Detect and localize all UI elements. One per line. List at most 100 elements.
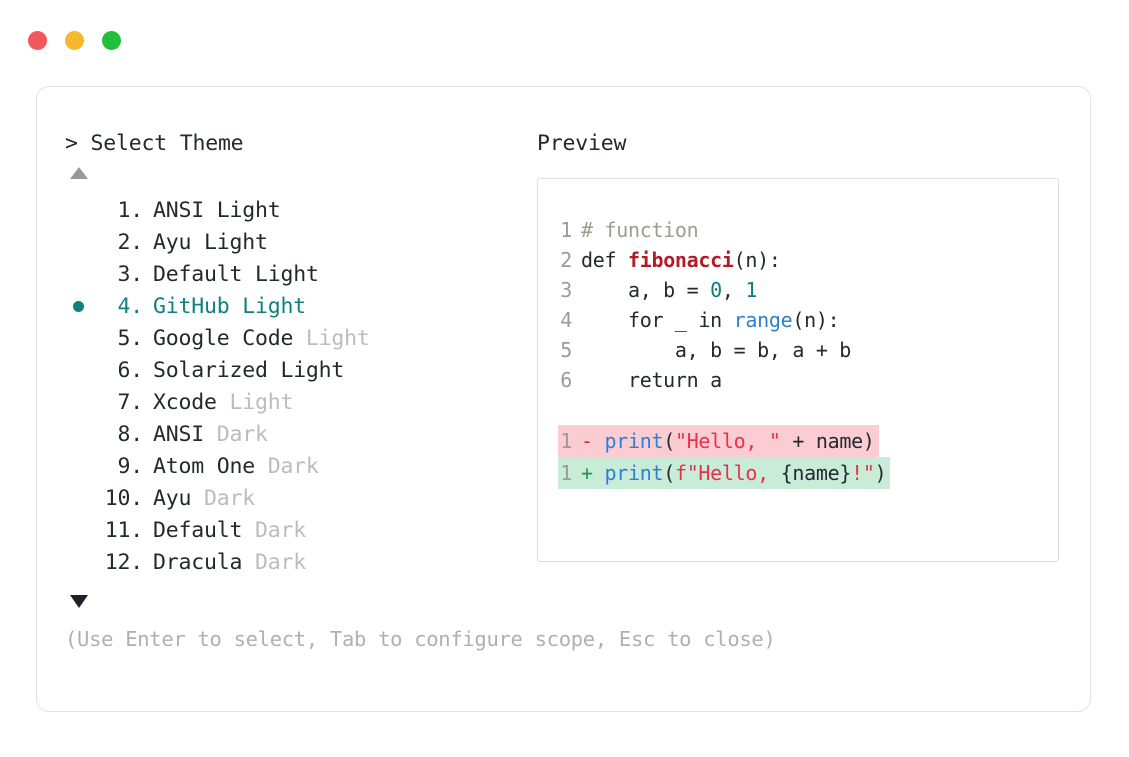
theme-item-index: 8. <box>117 421 144 447</box>
code-token: 1 <box>745 277 758 302</box>
code-token: (n): <box>733 247 781 272</box>
theme-item-name: Ayu <box>153 229 192 255</box>
theme-list-item[interactable]: 2. Ayu Light <box>65 227 537 259</box>
theme-item-variant: Dark <box>191 485 255 511</box>
code-line: 6 return a <box>538 365 1058 395</box>
prompt-heading: > Select Theme <box>65 133 537 155</box>
theme-list-item[interactable]: 3. Default Light <box>65 259 537 291</box>
code-token: a, b = <box>581 277 711 302</box>
theme-item-name: Google Code <box>153 325 294 351</box>
diff-sample: 1- print("Hello, " + name)1+ print(f"Hel… <box>538 424 1058 489</box>
theme-item-variant: Light <box>229 293 306 319</box>
theme-list-item[interactable]: 11.Default Dark <box>65 515 537 547</box>
code-line: 5 a, b = b, a + b <box>538 335 1058 365</box>
theme-list-item[interactable]: 12.Dracula Dark <box>65 547 537 579</box>
line-number: 1 <box>560 428 572 453</box>
maximize-button[interactable] <box>102 31 121 50</box>
code-line: 3 a, b = 0, 1 <box>538 275 1058 305</box>
selection-bullet-cell <box>65 323 93 355</box>
prompt-caret: > <box>65 131 78 156</box>
code-token: print <box>604 460 664 485</box>
preview-label: Preview <box>537 131 627 156</box>
theme-item-index: 3. <box>117 261 144 287</box>
theme-item-index: 12. <box>104 549 143 575</box>
theme-item-variant: Dark <box>242 549 306 575</box>
theme-item-variant: Dark <box>203 421 268 447</box>
code-token: + name) <box>780 428 875 453</box>
scroll-down-arrow-icon[interactable] <box>70 594 88 608</box>
theme-list-item[interactable]: 9.Atom One Dark <box>65 451 537 483</box>
theme-list-item[interactable]: 7. Xcode Light <box>65 387 537 419</box>
code-blank-line <box>538 395 1058 425</box>
line-number: 5 <box>560 337 572 362</box>
close-button[interactable] <box>28 31 47 50</box>
theme-item-index: 6. <box>117 357 144 383</box>
theme-list-item[interactable]: 6. Solarized Light <box>65 355 537 387</box>
theme-item-index: 4. <box>117 293 144 319</box>
theme-item-name: Solarized <box>153 357 268 383</box>
line-number: 1 <box>560 217 572 242</box>
selection-bullet-cell <box>65 515 93 547</box>
selection-bullet-cell <box>65 195 93 227</box>
theme-item-index: 5. <box>117 325 144 351</box>
page-title <box>78 131 91 156</box>
line-number: 1 <box>560 460 572 485</box>
theme-item-name: ANSI <box>153 197 204 223</box>
diff-sign: + <box>581 460 605 485</box>
minimize-button[interactable] <box>65 31 84 50</box>
code-token: ( <box>663 460 675 485</box>
diff-sign: - <box>581 428 605 453</box>
selection-bullet-cell <box>65 547 93 579</box>
theme-item-name: Xcode <box>153 389 217 415</box>
diff-line-del: 1- print("Hello, " + name) <box>538 424 1058 457</box>
theme-item-variant: Light <box>216 389 294 415</box>
window-traffic-lights <box>28 31 121 50</box>
code-token: , <box>721 277 746 302</box>
theme-item-variant: Light <box>242 261 319 287</box>
code-token: 0 <box>710 277 722 302</box>
scroll-up-arrow-icon[interactable] <box>70 166 88 179</box>
theme-item-variant: Light <box>203 197 281 223</box>
code-token: return a <box>581 367 722 392</box>
line-number: 2 <box>560 247 572 272</box>
theme-list-item[interactable]: 4. GitHub Light <box>65 291 537 323</box>
line-number: 3 <box>560 277 572 302</box>
code-token: {name} <box>780 460 852 485</box>
theme-item-index: 11. <box>104 517 143 543</box>
theme-item-variant: Light <box>191 229 268 255</box>
theme-item-index: 2. <box>117 229 144 255</box>
code-token: print <box>604 428 664 453</box>
theme-item-name: Default <box>153 261 243 287</box>
diff-line-add: 1+ print(f"Hello, {name}!") <box>538 456 1058 489</box>
code-token: ( <box>663 428 675 453</box>
line-number: 4 <box>560 307 572 332</box>
code-token: (n): <box>792 307 840 332</box>
selection-bullet-cell <box>65 451 93 483</box>
theme-item-variant: Light <box>267 357 345 383</box>
theme-item-variant: Light <box>293 325 370 351</box>
theme-list-item[interactable]: 10. Ayu Dark <box>65 483 537 515</box>
theme-list-item[interactable]: 8.ANSI Dark <box>65 419 537 451</box>
theme-list-item[interactable]: 5. Google Code Light <box>65 323 537 355</box>
theme-item-index: 7. <box>117 389 144 415</box>
theme-item-name: Ayu <box>153 485 192 511</box>
theme-item-index: 10. <box>104 485 143 511</box>
theme-item-index: 1. <box>117 197 144 223</box>
code-token: def <box>581 247 628 272</box>
code-token: a, b = b, a + b <box>581 337 852 362</box>
selected-bullet-icon <box>73 301 84 312</box>
theme-item-name: GitHub <box>153 293 230 319</box>
code-token: "Hello, " <box>674 428 781 453</box>
selection-bullet-cell <box>65 355 93 387</box>
code-line: 4 for _ in range(n): <box>538 305 1058 335</box>
selection-bullet-cell <box>65 387 93 419</box>
selection-bullet-cell <box>65 291 93 323</box>
selection-bullet-cell <box>65 259 93 291</box>
code-line: 1# function <box>538 215 1058 245</box>
code-token: for _ in <box>581 307 734 332</box>
code-token: ) <box>874 460 887 485</box>
theme-list-item[interactable]: 1. ANSI Light <box>65 195 537 227</box>
